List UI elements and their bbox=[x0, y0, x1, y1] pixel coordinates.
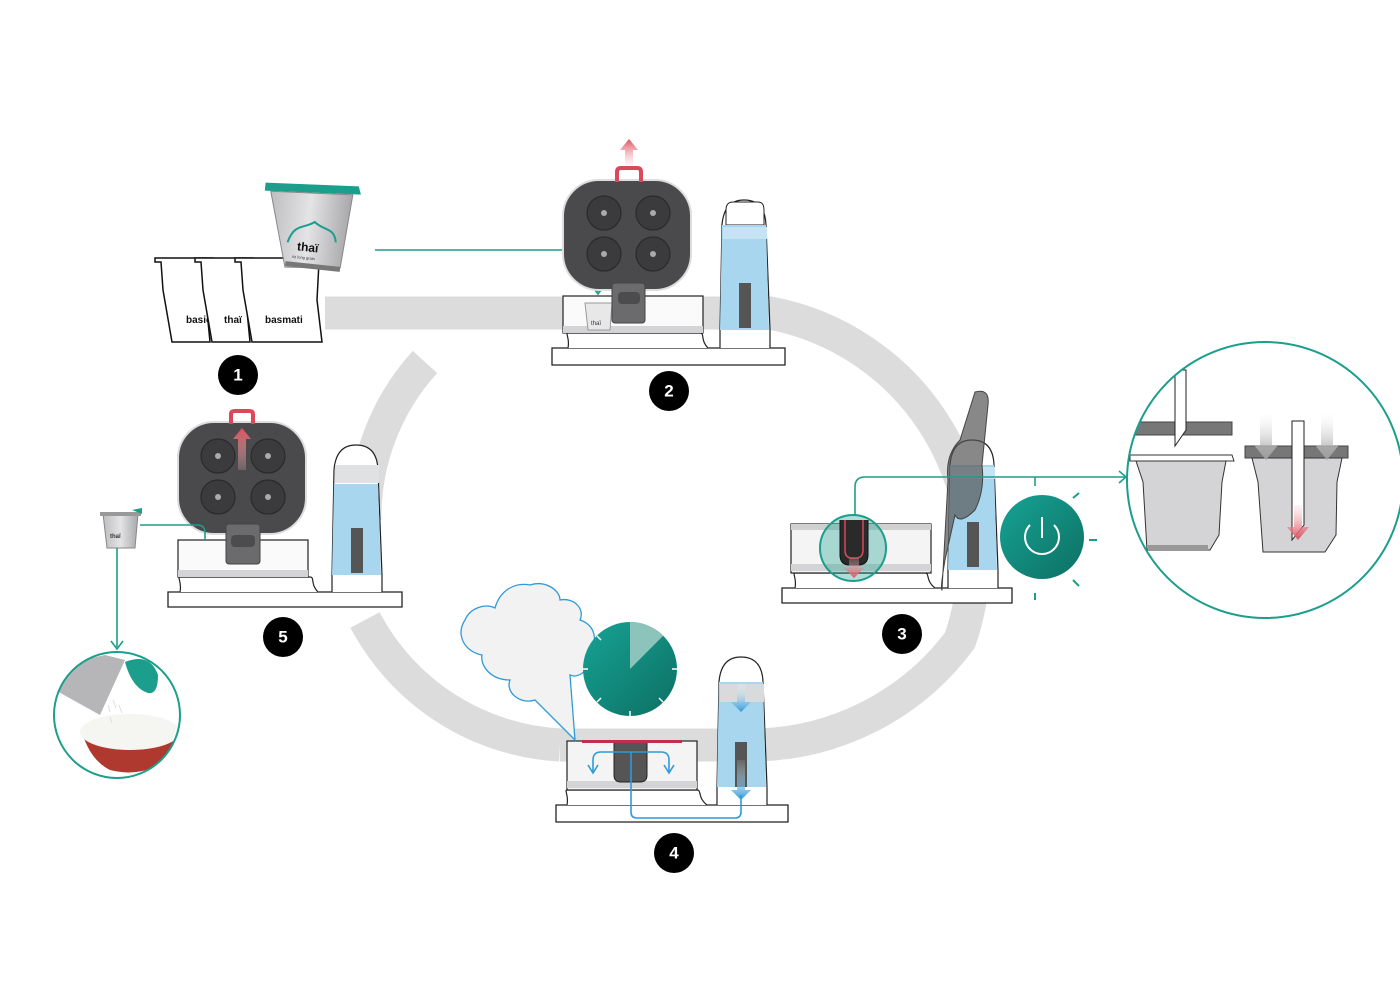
machine-base bbox=[781, 587, 1013, 604]
power-icon bbox=[1024, 517, 1060, 556]
svg-text:thaï: thaï bbox=[591, 321, 601, 327]
machine-base bbox=[551, 347, 786, 366]
arrow-up-icon bbox=[233, 428, 251, 470]
serving-detail-lens bbox=[53, 651, 181, 779]
connector-pod-to-machine bbox=[140, 524, 206, 540]
selected-pod-label: thaï bbox=[296, 239, 319, 255]
svg-text:1: 1 bbox=[233, 366, 242, 385]
timer-icon bbox=[583, 622, 677, 716]
lid-handle-red[interactable] bbox=[229, 409, 255, 424]
svg-text:thaï: thaï bbox=[110, 534, 121, 540]
rice bbox=[80, 714, 180, 750]
svg-text:3: 3 bbox=[897, 625, 906, 644]
step-badge-5: 5 bbox=[263, 617, 303, 657]
lid-lock-zoom-lens bbox=[819, 514, 887, 582]
step-badge-1: 1 bbox=[218, 355, 258, 395]
pod-selected-thai[interactable]: thaï riz long grain bbox=[257, 177, 362, 275]
machine-base bbox=[555, 804, 789, 823]
step-5-remove-and-serve: thaï 5 bbox=[53, 409, 403, 779]
pod-label-basmati: basmati bbox=[265, 315, 303, 326]
steam-cloud-icon bbox=[460, 583, 595, 742]
water-flow-path bbox=[587, 751, 742, 819]
svg-text:2: 2 bbox=[664, 382, 673, 401]
arrow-down-icon bbox=[731, 760, 751, 800]
hand-icon bbox=[940, 390, 989, 591]
machine-base bbox=[167, 591, 403, 608]
lid-handle-red[interactable] bbox=[615, 166, 643, 182]
pod-before-piercing bbox=[1135, 460, 1227, 551]
timer-elapsed-slice bbox=[630, 622, 664, 669]
arrow-down-icon bbox=[110, 640, 124, 651]
removed-pod[interactable]: thaï bbox=[100, 508, 142, 549]
water-tank bbox=[716, 656, 768, 805]
pod-stack: basic thaï basmati bbox=[154, 257, 326, 343]
arrow-down-icon bbox=[1287, 505, 1309, 540]
open-lid bbox=[562, 166, 692, 324]
loop-left-segment bbox=[350, 612, 562, 762]
arrow-down-icon bbox=[1315, 412, 1339, 460]
step-1-pod-selection: basic thaï basmati thaï riz long grain bbox=[154, 177, 605, 395]
inserted-pod: thaï bbox=[584, 302, 613, 331]
power-button[interactable] bbox=[1000, 495, 1084, 579]
pod-lid-peeled bbox=[125, 658, 158, 694]
step-3-close-and-start: 3 bbox=[781, 390, 1128, 654]
water-level-indicator bbox=[739, 283, 751, 328]
step-badge-2: 2 bbox=[649, 371, 689, 411]
connector-to-detail bbox=[854, 476, 1125, 515]
arrow-down-icon bbox=[1254, 412, 1278, 460]
selected-pod-sublabel: riz long grain bbox=[292, 254, 315, 261]
arrow-up-icon bbox=[620, 139, 638, 165]
step-badge-3: 3 bbox=[882, 614, 922, 654]
svg-text:5: 5 bbox=[278, 628, 287, 647]
piercing-detail-lens bbox=[1126, 341, 1400, 619]
step-badge-4: 4 bbox=[654, 833, 694, 873]
step-4-cooking: 4 bbox=[460, 583, 789, 873]
open-lid bbox=[177, 409, 307, 565]
arrow-down-icon bbox=[844, 558, 864, 578]
step-2-insert-pod: thaï 2 bbox=[551, 139, 786, 411]
pod-label-basic: basic bbox=[186, 315, 212, 326]
svg-text:4: 4 bbox=[669, 844, 679, 863]
water-tank bbox=[719, 199, 771, 348]
power-glow-rays bbox=[1034, 492, 1097, 600]
water-tank bbox=[331, 444, 383, 592]
arrow-down-icon bbox=[731, 684, 751, 712]
pod-label-thai: thaï bbox=[224, 315, 242, 326]
